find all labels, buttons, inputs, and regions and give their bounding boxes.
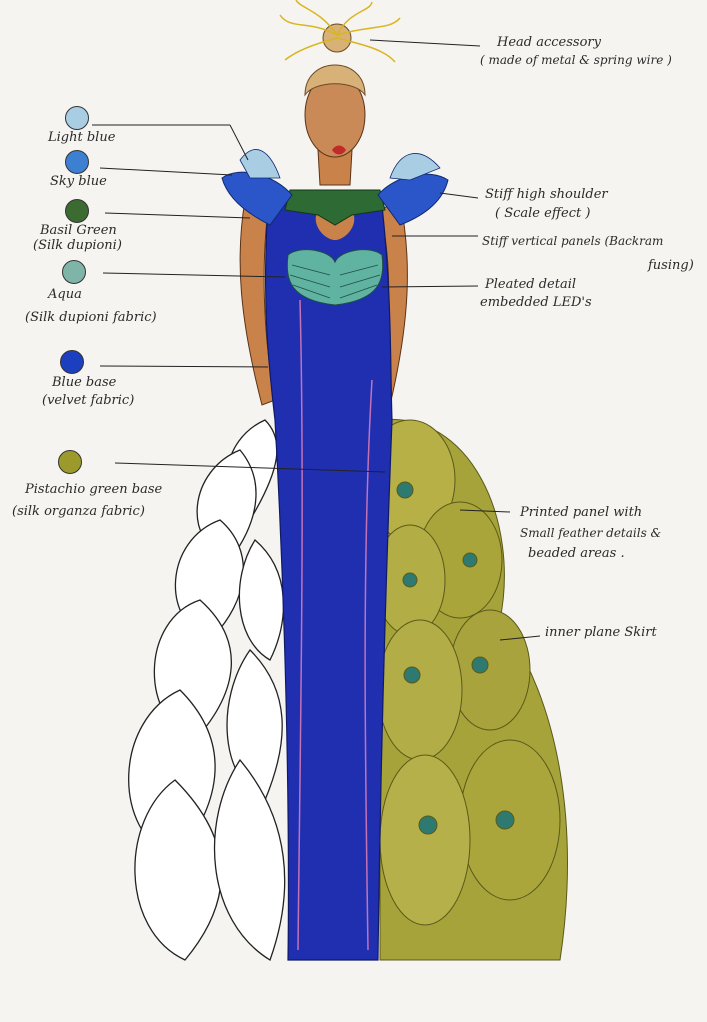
swatch-label: Sky blue [50, 174, 107, 189]
swatch-label: Basil Green [40, 223, 117, 238]
swatch-sublabel: (velvet fabric) [42, 393, 135, 408]
callout-shoulder-sub: ( Scale effect ) [495, 206, 591, 221]
swatch-basil-green [65, 199, 89, 223]
callout-panels-sub: fusing) [648, 258, 694, 273]
callout-head-accessory-sub: ( made of metal & spring wire ) [480, 53, 672, 67]
leader-lines [92, 39, 541, 641]
swatch-light-blue [65, 106, 89, 130]
swatch-sublabel: (silk organza fabric) [12, 504, 145, 519]
blue-gown [264, 204, 393, 961]
feather-skirt [364, 418, 568, 961]
left-shoulder [221, 171, 293, 226]
callout-shoulder: Stiff high shoulder [485, 187, 608, 202]
callout-printed: Printed panel with [520, 505, 643, 520]
swatch-sublabel: (Silk dupioni fabric) [25, 310, 157, 325]
swatch-blue-base [60, 350, 84, 374]
callout-panels: Stiff vertical panels (Backram [482, 234, 664, 248]
callout-printed-sub1: Small feather details & [520, 526, 662, 540]
callout-head-accessory: Head accessory [497, 35, 601, 50]
callout-pleated: Pleated detail [485, 277, 577, 292]
swatch-sublabel: (Silk dupioni) [33, 238, 122, 253]
head-accessory [279, 0, 401, 63]
swatch-pistachio-green [58, 450, 82, 474]
swatch-label: Aqua [48, 287, 82, 302]
swatch-aqua [62, 260, 86, 284]
swatch-label: Light blue [48, 130, 116, 145]
swatch-sky-blue [65, 150, 89, 174]
swatch-label: Pistachio green base [25, 482, 163, 497]
callout-pleated-sub: embedded LED's [480, 295, 592, 310]
callout-printed-sub2: beaded areas . [528, 546, 625, 561]
right-shoulder [377, 173, 449, 226]
callout-inner-skirt: inner plane Skirt [545, 625, 657, 640]
swatch-label: Blue base [52, 375, 117, 390]
outline-skirt-petals [128, 419, 286, 961]
